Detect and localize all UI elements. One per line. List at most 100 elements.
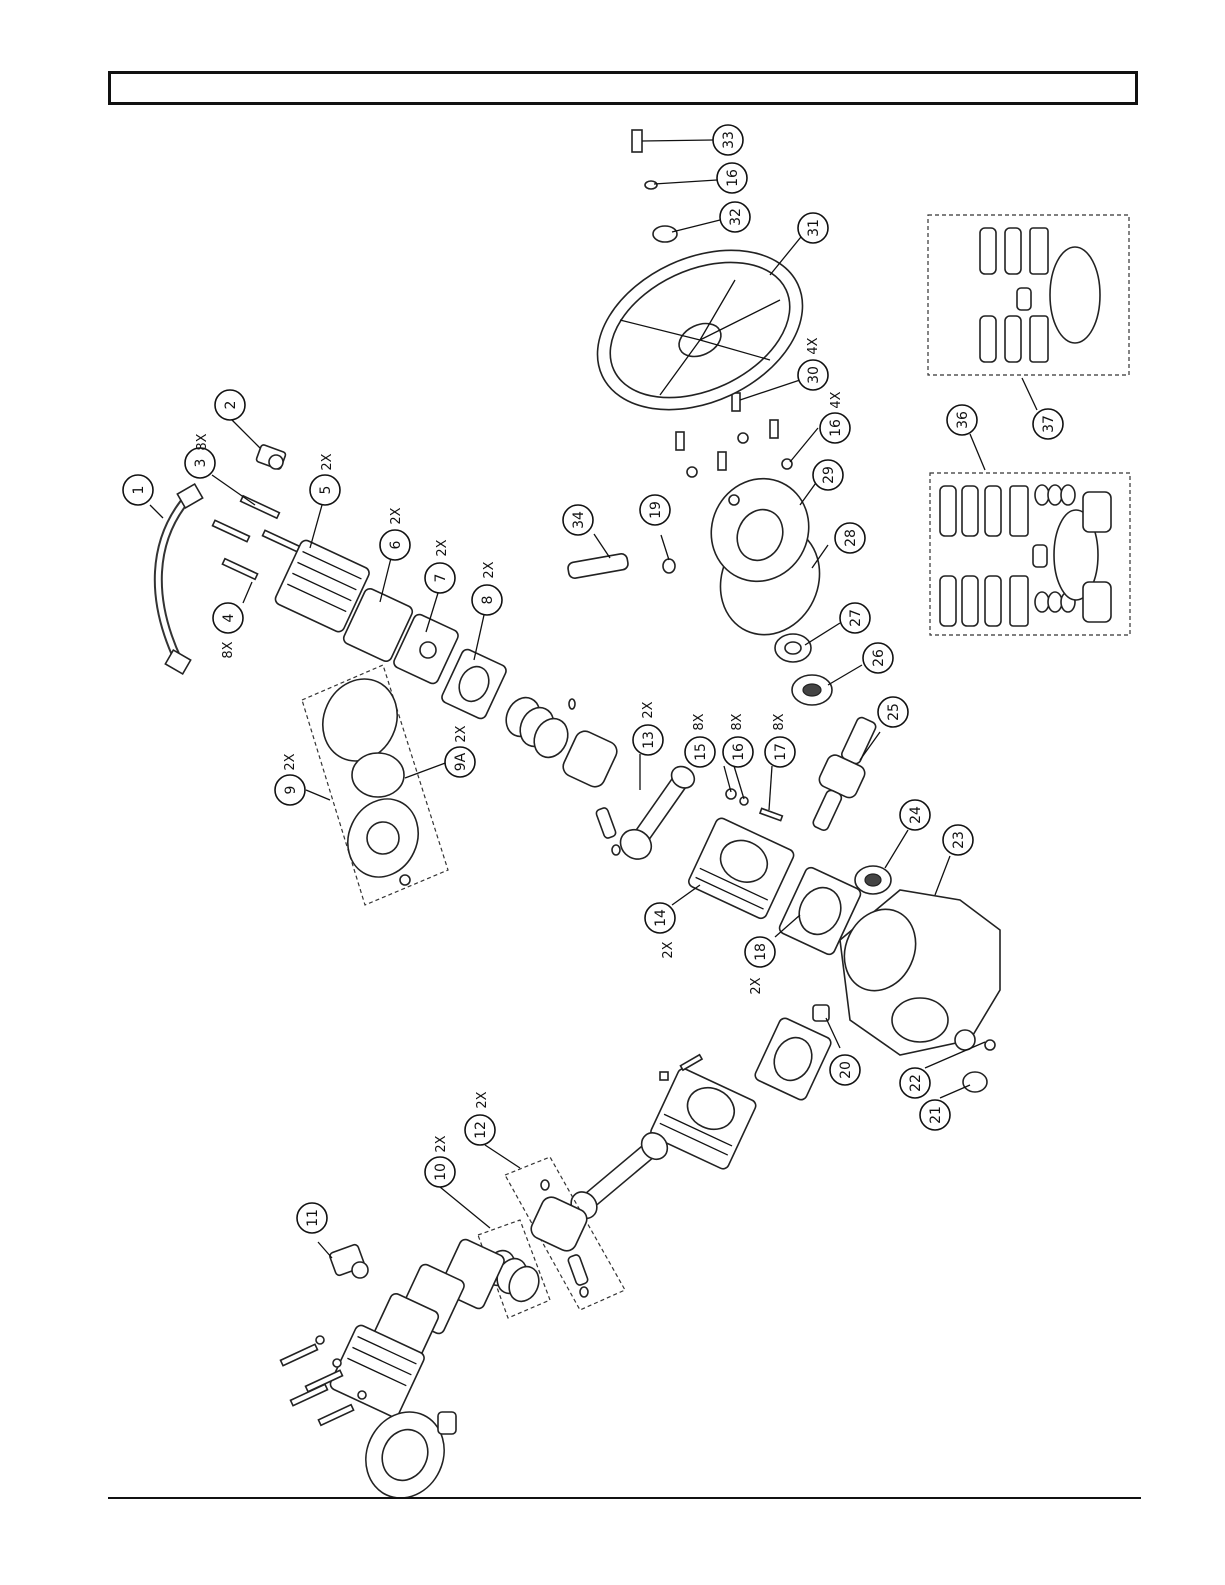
callout-20: 20 [830, 1055, 860, 1085]
callout-3: 3 [185, 448, 215, 478]
svg-text:21: 21 [928, 1106, 944, 1124]
svg-text:32: 32 [728, 208, 744, 226]
callout-19: 19 [640, 495, 670, 525]
svg-text:14: 14 [653, 909, 669, 927]
callout-29: 29 [813, 460, 843, 490]
callout-16-flywheel: 16 [717, 163, 747, 193]
callout-5: 5 [310, 475, 340, 505]
svg-text:7: 7 [433, 574, 449, 583]
footer-rule [108, 1497, 1141, 1499]
svg-text:31: 31 [806, 219, 822, 237]
qty-5: 2X [320, 453, 335, 470]
part-crankshaft [800, 712, 887, 837]
svg-text:12: 12 [473, 1121, 489, 1139]
svg-text:8: 8 [480, 596, 496, 605]
callout-37: 37 [1033, 409, 1063, 439]
svg-text:23: 23 [951, 831, 967, 849]
svg-text:29: 29 [821, 466, 837, 484]
svg-text:9A: 9A [453, 752, 469, 771]
svg-text:9: 9 [283, 786, 299, 795]
callout-8: 8 [472, 585, 502, 615]
qty-13: 2X [641, 701, 656, 718]
callout-34: 34 [563, 505, 593, 535]
callout-22: 22 [900, 1068, 930, 1098]
callout-33: 33 [713, 125, 743, 155]
qty-16-cyl: 8X [730, 713, 745, 730]
svg-text:26: 26 [871, 649, 887, 667]
callout-17: 17 [765, 737, 795, 767]
svg-text:4: 4 [221, 613, 237, 622]
callout-26: 26 [863, 643, 893, 673]
svg-text:17: 17 [773, 743, 789, 761]
qty-4: 8X [221, 641, 236, 658]
callout-15: 15 [685, 737, 715, 767]
part-connecting-rod [615, 760, 702, 865]
svg-text:10: 10 [433, 1163, 449, 1181]
svg-text:22: 22 [908, 1074, 924, 1092]
qty-14: 2X [661, 941, 676, 958]
svg-text:5: 5 [318, 486, 334, 495]
qty-3: 8X [195, 433, 210, 450]
qty-10: 2X [434, 1135, 449, 1152]
callout-30: 30 [798, 360, 828, 390]
svg-text:30: 30 [806, 366, 822, 384]
qty-7: 2X [435, 539, 450, 556]
callout-9a: 9A [445, 747, 475, 777]
qty-12: 2X [475, 1091, 490, 1108]
qty-18: 2X [749, 977, 764, 994]
callout-9: 9 [275, 775, 305, 805]
svg-text:6: 6 [388, 540, 404, 549]
svg-text:37: 37 [1041, 415, 1057, 433]
svg-text:24: 24 [908, 806, 924, 824]
callout-28: 28 [835, 523, 865, 553]
callout-13: 13 [633, 725, 663, 755]
callout-2: 2 [215, 390, 245, 420]
svg-text:33: 33 [721, 131, 737, 149]
callout-18: 18 [745, 937, 775, 967]
svg-text:15: 15 [693, 743, 709, 761]
part-crankcase [831, 890, 1000, 1055]
callout-4: 4 [213, 603, 243, 633]
callout-24: 24 [900, 800, 930, 830]
svg-text:25: 25 [886, 703, 902, 721]
svg-text:19: 19 [648, 501, 664, 519]
callout-36: 36 [947, 405, 977, 435]
part-drawings [158, 130, 1130, 1511]
svg-text:11: 11 [305, 1209, 321, 1227]
callout-7: 7 [425, 563, 455, 593]
part-cylinder [687, 816, 796, 920]
svg-text:16: 16 [725, 169, 741, 187]
qty-8: 2X [482, 561, 497, 578]
svg-text:16: 16 [828, 419, 844, 437]
callout-1: 1 [123, 475, 153, 505]
svg-text:36: 36 [955, 411, 971, 429]
svg-text:2: 2 [223, 401, 239, 410]
svg-text:28: 28 [843, 529, 859, 547]
svg-text:27: 27 [848, 609, 864, 627]
svg-text:13: 13 [641, 731, 657, 749]
callout-31: 31 [798, 213, 828, 243]
callouts: 1 2 3 4 5 6 7 8 9 9A 10 11 12 13 14 15 1… [123, 125, 1063, 1233]
callout-14: 14 [645, 903, 675, 933]
svg-text:20: 20 [838, 1061, 854, 1079]
callout-11: 11 [297, 1203, 327, 1233]
qty-9a: 2X [454, 725, 469, 742]
part-hose-inner [158, 495, 190, 660]
callout-16-cyl: 16 [723, 737, 753, 767]
qty-16-cover: 4X [829, 391, 844, 408]
svg-text:34: 34 [571, 511, 587, 529]
callout-12: 12 [465, 1115, 495, 1145]
qty-9: 2X [283, 753, 298, 770]
svg-text:3: 3 [193, 459, 209, 468]
svg-text:18: 18 [753, 943, 769, 961]
part-lower-rod [566, 1128, 673, 1224]
qty-15: 8X [692, 713, 707, 730]
callout-25: 25 [878, 697, 908, 727]
callout-6: 6 [380, 530, 410, 560]
callout-10: 10 [425, 1157, 455, 1187]
qty-6: 2X [389, 507, 404, 524]
callout-16-cover: 16 [820, 413, 850, 443]
qty-17: 8X [772, 713, 787, 730]
callout-23: 23 [943, 825, 973, 855]
